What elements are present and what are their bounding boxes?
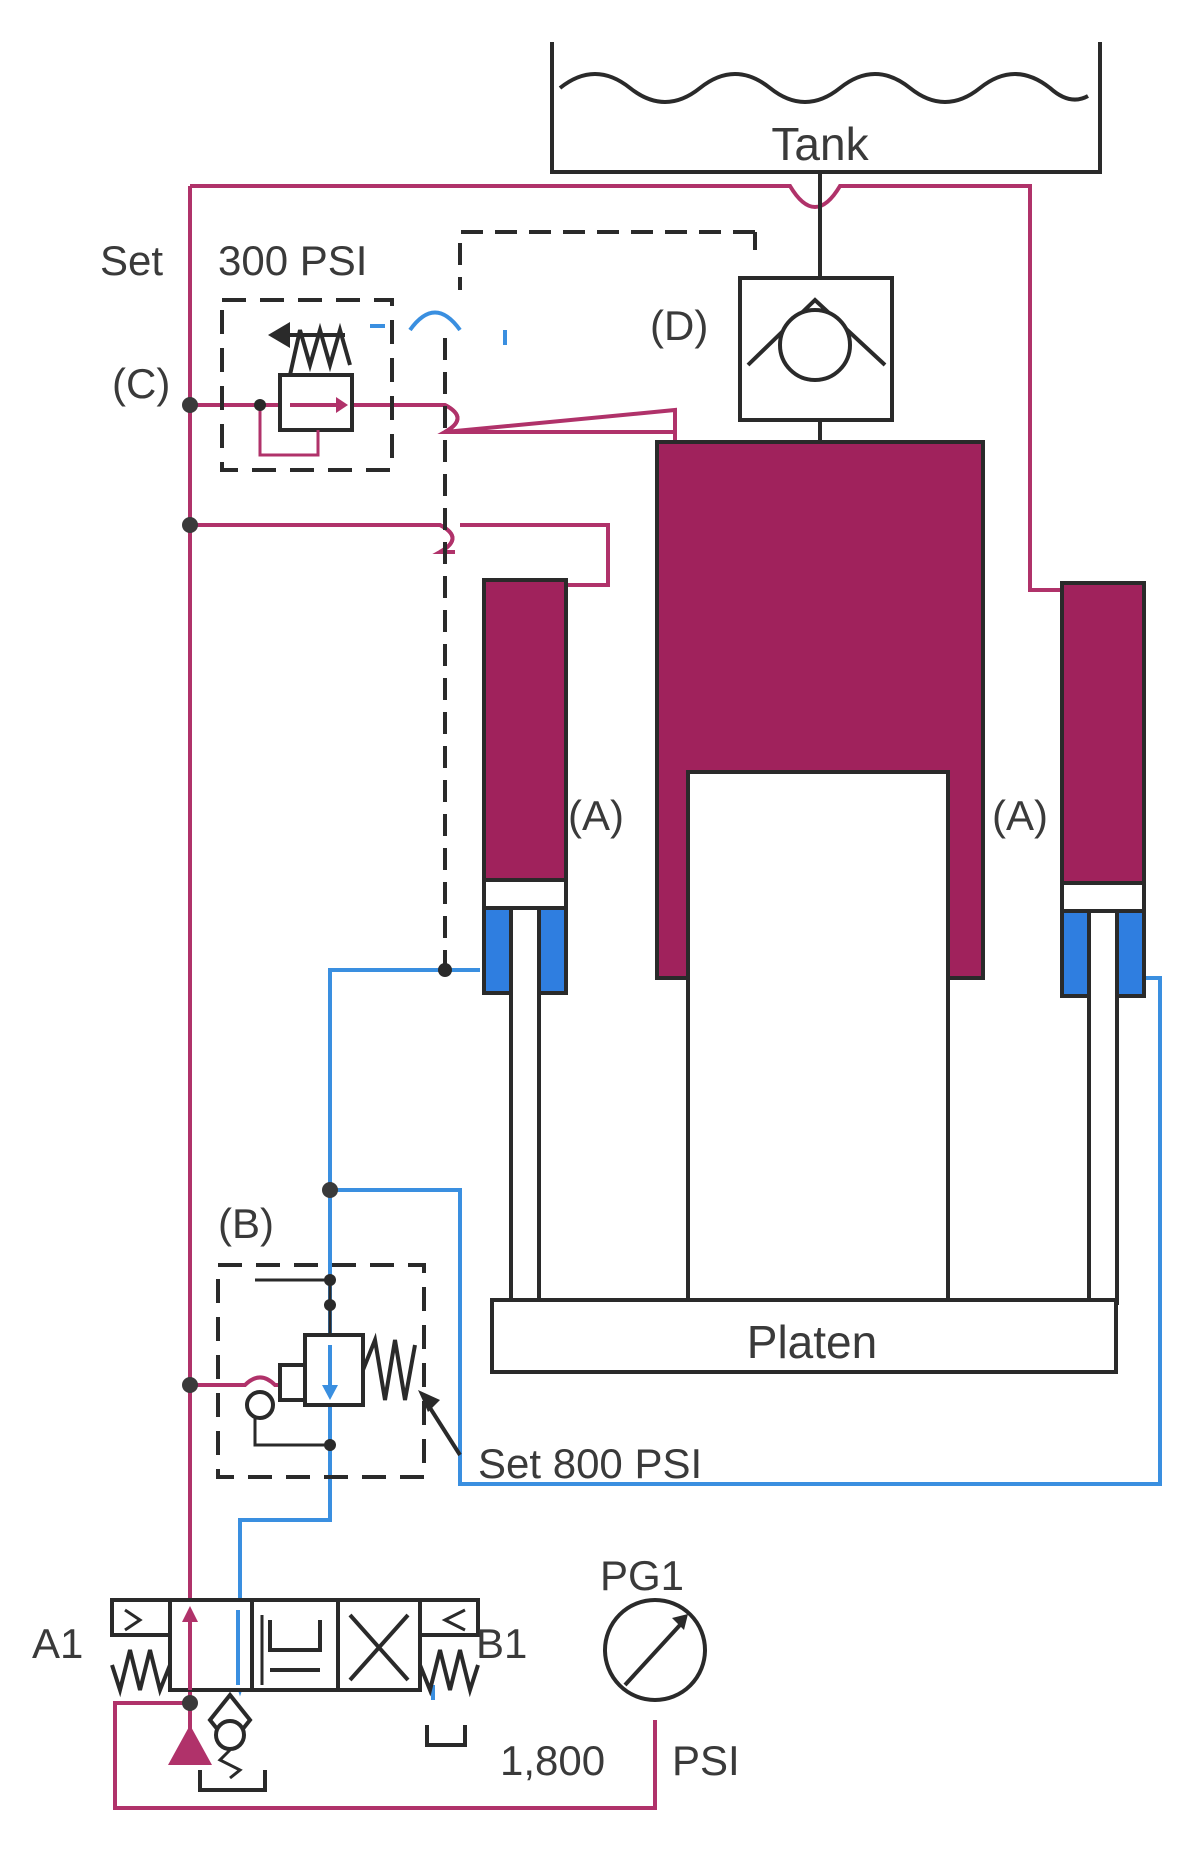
valve-b-label: (B) xyxy=(218,1200,274,1247)
pressure-lines xyxy=(113,184,1060,1810)
valve-d-prefill: (D) xyxy=(650,172,894,442)
set-800-label: Set 800 PSI xyxy=(478,1440,702,1487)
cylinder-left: (A) xyxy=(482,578,624,1305)
port-a1-label: A1 xyxy=(32,1620,83,1667)
platen-label: Platen xyxy=(747,1316,877,1368)
port-b1-label: B1 xyxy=(476,1620,527,1667)
cylinder-right-label: (A) xyxy=(992,792,1048,839)
pilot-lines xyxy=(443,230,755,968)
valve-d-label: (D) xyxy=(650,302,708,349)
cylinder-left-label: (A) xyxy=(568,792,624,839)
pressure-gauge-pg1: PG1 1,800 PSI xyxy=(500,1552,740,1784)
valve-c-label: (C) xyxy=(112,360,170,407)
valve-b-sequence: (B) Set 800 PSI xyxy=(216,1200,702,1487)
tank: Tank xyxy=(550,42,1102,174)
tank-label: Tank xyxy=(771,118,869,170)
main-ram xyxy=(655,440,985,1304)
gauge-unit: PSI xyxy=(672,1737,740,1784)
set-300-value: 300 PSI xyxy=(218,237,367,284)
valve-c-counterbalance: Set 300 PSI (C) xyxy=(100,237,394,472)
pump xyxy=(168,1691,267,1792)
directional-control-valve: A1 B1 xyxy=(32,1598,527,1747)
platen: Platen xyxy=(490,1298,1118,1374)
gauge-label: PG1 xyxy=(600,1552,684,1599)
cylinder-right: (A) xyxy=(992,581,1146,1305)
gauge-value: 1,800 xyxy=(500,1737,605,1784)
set-300-label: Set xyxy=(100,237,163,284)
junctions xyxy=(182,397,338,1711)
